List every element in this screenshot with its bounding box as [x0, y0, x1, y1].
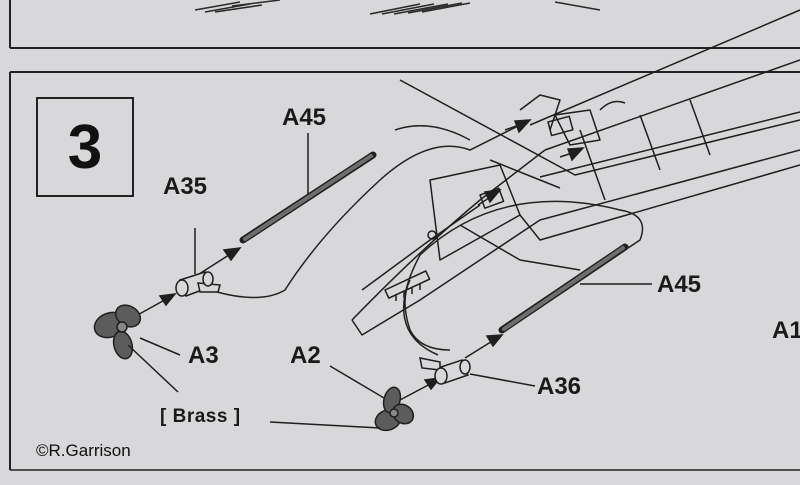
- label-brass: [ Brass ]: [160, 406, 241, 427]
- step-number: 3: [67, 112, 103, 182]
- label-a35: A35: [163, 173, 208, 200]
- propeller-a2: [374, 386, 415, 432]
- strut-a35: [175, 228, 221, 297]
- label-a36: A36: [537, 373, 582, 400]
- previous-step-panel: [9, 0, 800, 49]
- leader-lines: [127, 133, 652, 429]
- shaft-a45-right: [498, 243, 629, 334]
- step-number-box: 3: [36, 97, 134, 197]
- shaft-a45-top: [239, 151, 377, 244]
- copyright-watermark: ©R.Garrison: [36, 441, 131, 460]
- label-a45-top: A45: [282, 104, 327, 131]
- propeller-a3: [93, 304, 142, 360]
- label-a1-partial: A1: [772, 317, 800, 344]
- label-a3: A3: [188, 342, 219, 369]
- routing-lines: [209, 124, 644, 356]
- hull-outline: [351, 9, 800, 336]
- strut-a36: [419, 357, 471, 385]
- label-a45-right: A45: [657, 271, 702, 298]
- assembly-arrows: [133, 119, 585, 401]
- step-panel-border: [9, 71, 800, 471]
- label-a2: A2: [290, 342, 321, 369]
